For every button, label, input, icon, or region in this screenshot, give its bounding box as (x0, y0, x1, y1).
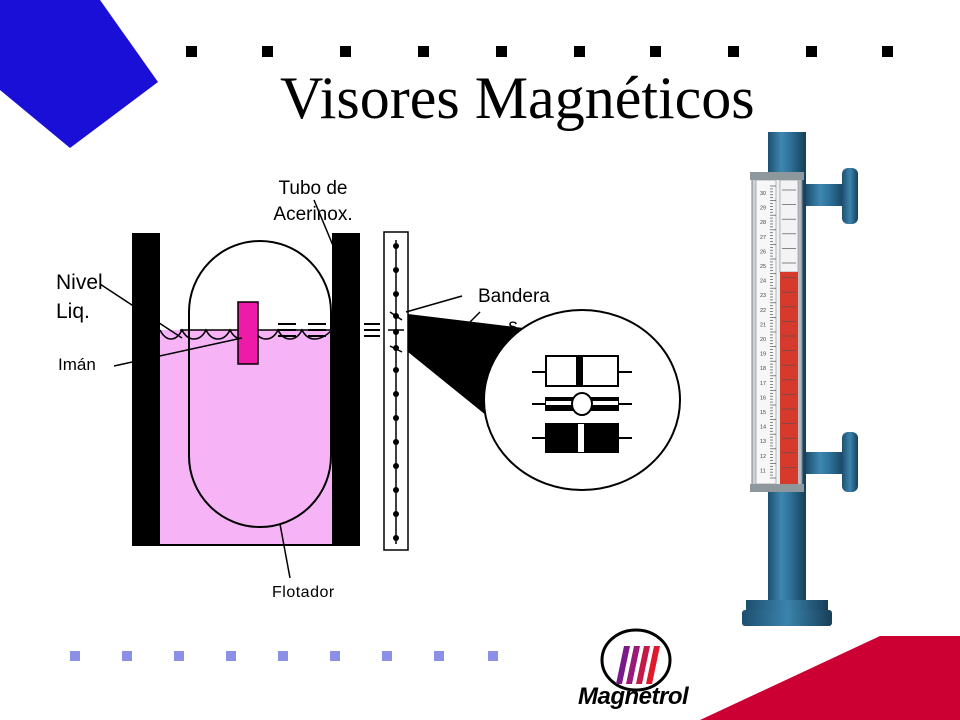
zoom-cone (408, 314, 540, 420)
gauge-scale-number: 22 (760, 308, 766, 314)
gauge-scale-number: 16 (760, 395, 766, 401)
gauge-scale-number: 13 (760, 439, 766, 445)
gauge-scale-number: 17 (760, 381, 766, 387)
gauge-scale-number: 14 (760, 425, 766, 431)
gauge-scale-number: 24 (760, 279, 766, 285)
label-nivel-liq: Nivel Liq. (56, 268, 103, 326)
gauge-scale-ticks (770, 185, 796, 479)
label-banderas: Bandera s (478, 282, 550, 342)
tube-wall-left (132, 233, 160, 545)
corner-accent-red (700, 636, 960, 720)
gauge-scale-number: 18 (760, 366, 766, 372)
gauge-scale-numbers: 30 29 28 27 26 25 24 23 22 21 20 19 18 17 16 15 14 13 12 11 (760, 191, 766, 474)
label-flotador: Flotador (272, 584, 335, 601)
label-iman: Imán (58, 355, 96, 374)
label-tubo-text: Tubo de Acerinox. (273, 178, 353, 225)
magnetrol-wordmark: Magnetrol (578, 683, 689, 710)
gauge-scale-number: 15 (760, 410, 766, 416)
gauge-scale-number: 11 (760, 468, 766, 474)
bottom-square-row (70, 651, 498, 661)
gauge-scale-number: 12 (760, 454, 766, 460)
gauge-scale-number: 30 (760, 191, 766, 197)
label-bandera-text: Bandera s (478, 286, 550, 337)
gauge-scale-number: 28 (760, 220, 766, 226)
leader-lines (99, 199, 481, 579)
magnetrol-logo-icon (600, 628, 672, 692)
page-title: Visores Magnéticos (280, 65, 755, 131)
tube-wall-right (332, 233, 360, 545)
gauge-scale-number: 20 (760, 337, 766, 343)
gauge-scale-number: 27 (760, 235, 766, 241)
corner-accent-blue (0, 0, 158, 148)
gauge-scale-number: 23 (760, 293, 766, 299)
magnet (237, 301, 259, 365)
label-tubo-acerinox: Tubo de Acerinox. (258, 176, 368, 228)
gauge-scale-number: 21 (760, 322, 766, 328)
gauge-scale-number: 26 (760, 249, 766, 255)
gauge-scale-number: 19 (760, 352, 766, 358)
gauge-scale-number: 25 (760, 264, 766, 270)
float (188, 240, 332, 528)
gauge-scale-number: 29 (760, 206, 766, 212)
top-square-row (186, 46, 893, 57)
flag-symbol-turning (532, 392, 632, 416)
label-nivel-text: Nivel Liq. (56, 271, 103, 323)
